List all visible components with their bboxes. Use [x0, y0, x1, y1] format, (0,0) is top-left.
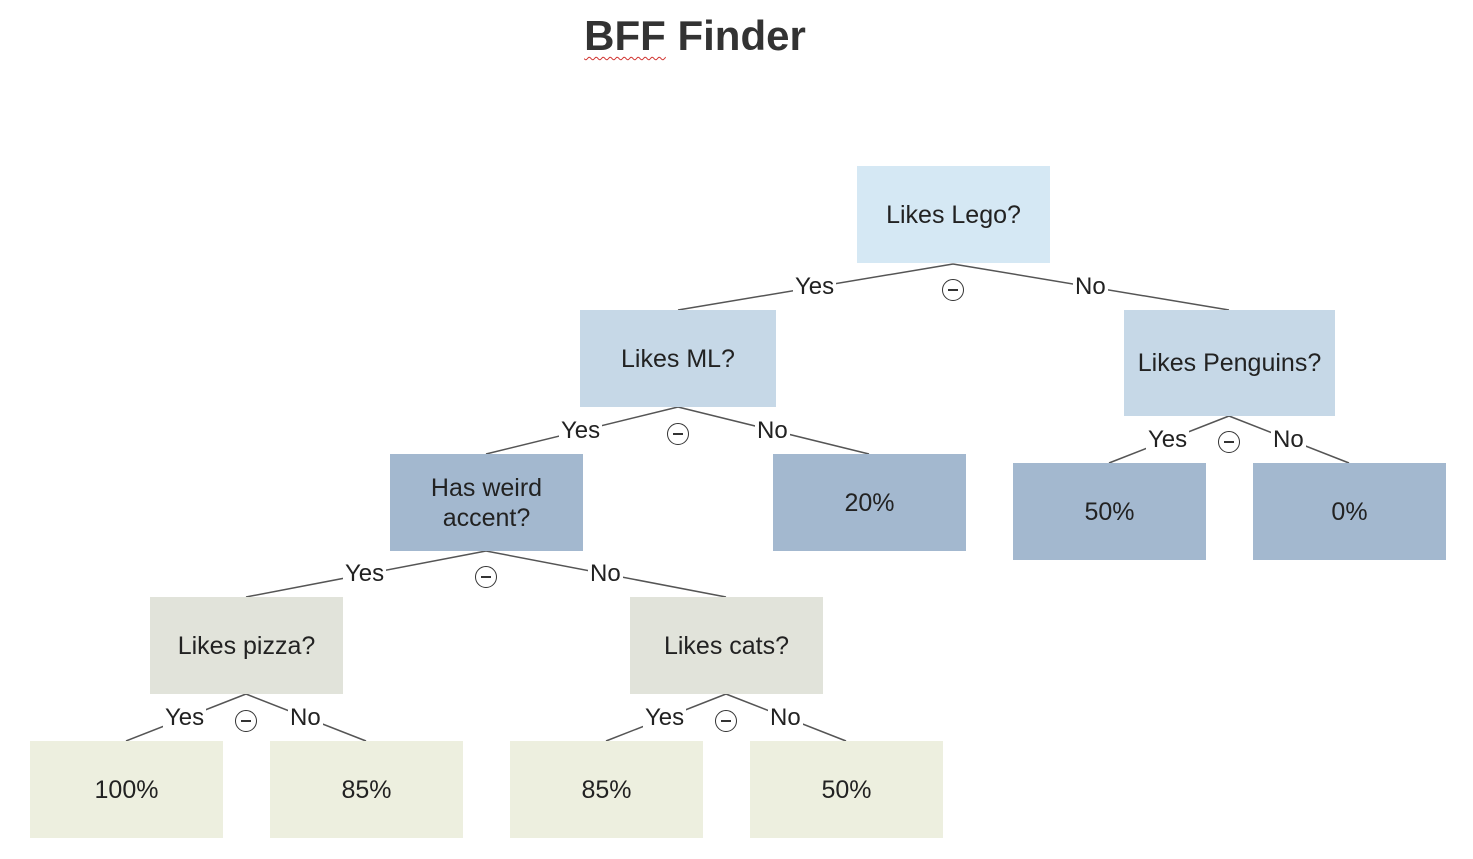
node-has-weird-accent[interactable]: Has weird accent? — [390, 454, 583, 551]
node-label: 50% — [821, 775, 872, 804]
node-label: 50% — [1084, 497, 1135, 526]
edge-label-yes: Yes — [559, 417, 603, 444]
node-result-pizza-yes[interactable]: 100% — [30, 741, 223, 838]
node-label: Likes Lego? — [886, 200, 1021, 229]
title-word-finder: Finder — [677, 12, 806, 59]
edge-label-no: No — [588, 560, 623, 587]
collapse-minus-icon[interactable] — [667, 423, 689, 445]
node-likes-pizza[interactable]: Likes pizza? — [150, 597, 343, 694]
node-result-penguins-yes[interactable]: 50% — [1013, 463, 1206, 560]
node-result-penguins-no[interactable]: 0% — [1253, 463, 1446, 560]
node-label: Likes ML? — [621, 344, 735, 373]
diagram-title: BFF Finder — [0, 12, 1390, 60]
edge-label-yes: Yes — [163, 704, 207, 731]
edge-label-yes: Yes — [643, 704, 687, 731]
node-result-pizza-no[interactable]: 85% — [270, 741, 463, 838]
edge-label-yes: Yes — [1146, 426, 1190, 453]
edge-label-yes: Yes — [793, 273, 837, 300]
collapse-minus-icon[interactable] — [715, 710, 737, 732]
node-label: 20% — [844, 488, 895, 517]
collapse-minus-icon[interactable] — [235, 710, 257, 732]
node-label: Has weird accent? — [430, 473, 543, 532]
node-result-cats-no[interactable]: 50% — [750, 741, 943, 838]
edge-label-no: No — [1271, 426, 1306, 453]
node-label: 85% — [581, 775, 632, 804]
node-result-cats-yes[interactable]: 85% — [510, 741, 703, 838]
edge-label-no: No — [755, 417, 790, 444]
node-likes-penguins[interactable]: Likes Penguins? — [1124, 310, 1335, 416]
node-likes-lego[interactable]: Likes Lego? — [857, 166, 1050, 263]
node-label: Likes cats? — [663, 631, 790, 660]
node-label: 100% — [94, 775, 159, 804]
node-label: Likes pizza? — [177, 631, 316, 660]
title-word-bff: BFF — [584, 12, 666, 59]
node-result-ml-no[interactable]: 20% — [773, 454, 966, 551]
edge-label-no: No — [768, 704, 803, 731]
node-likes-ml[interactable]: Likes ML? — [580, 310, 776, 407]
node-label: Likes Penguins? — [1137, 349, 1322, 377]
edge-label-no: No — [1073, 273, 1108, 300]
node-label: 0% — [1331, 497, 1368, 526]
collapse-minus-icon[interactable] — [475, 566, 497, 588]
node-likes-cats[interactable]: Likes cats? — [630, 597, 823, 694]
collapse-minus-icon[interactable] — [1218, 431, 1240, 453]
node-label: 85% — [341, 775, 392, 804]
collapse-minus-icon[interactable] — [942, 279, 964, 301]
edge-label-no: No — [288, 704, 323, 731]
edge-label-yes: Yes — [343, 560, 387, 587]
